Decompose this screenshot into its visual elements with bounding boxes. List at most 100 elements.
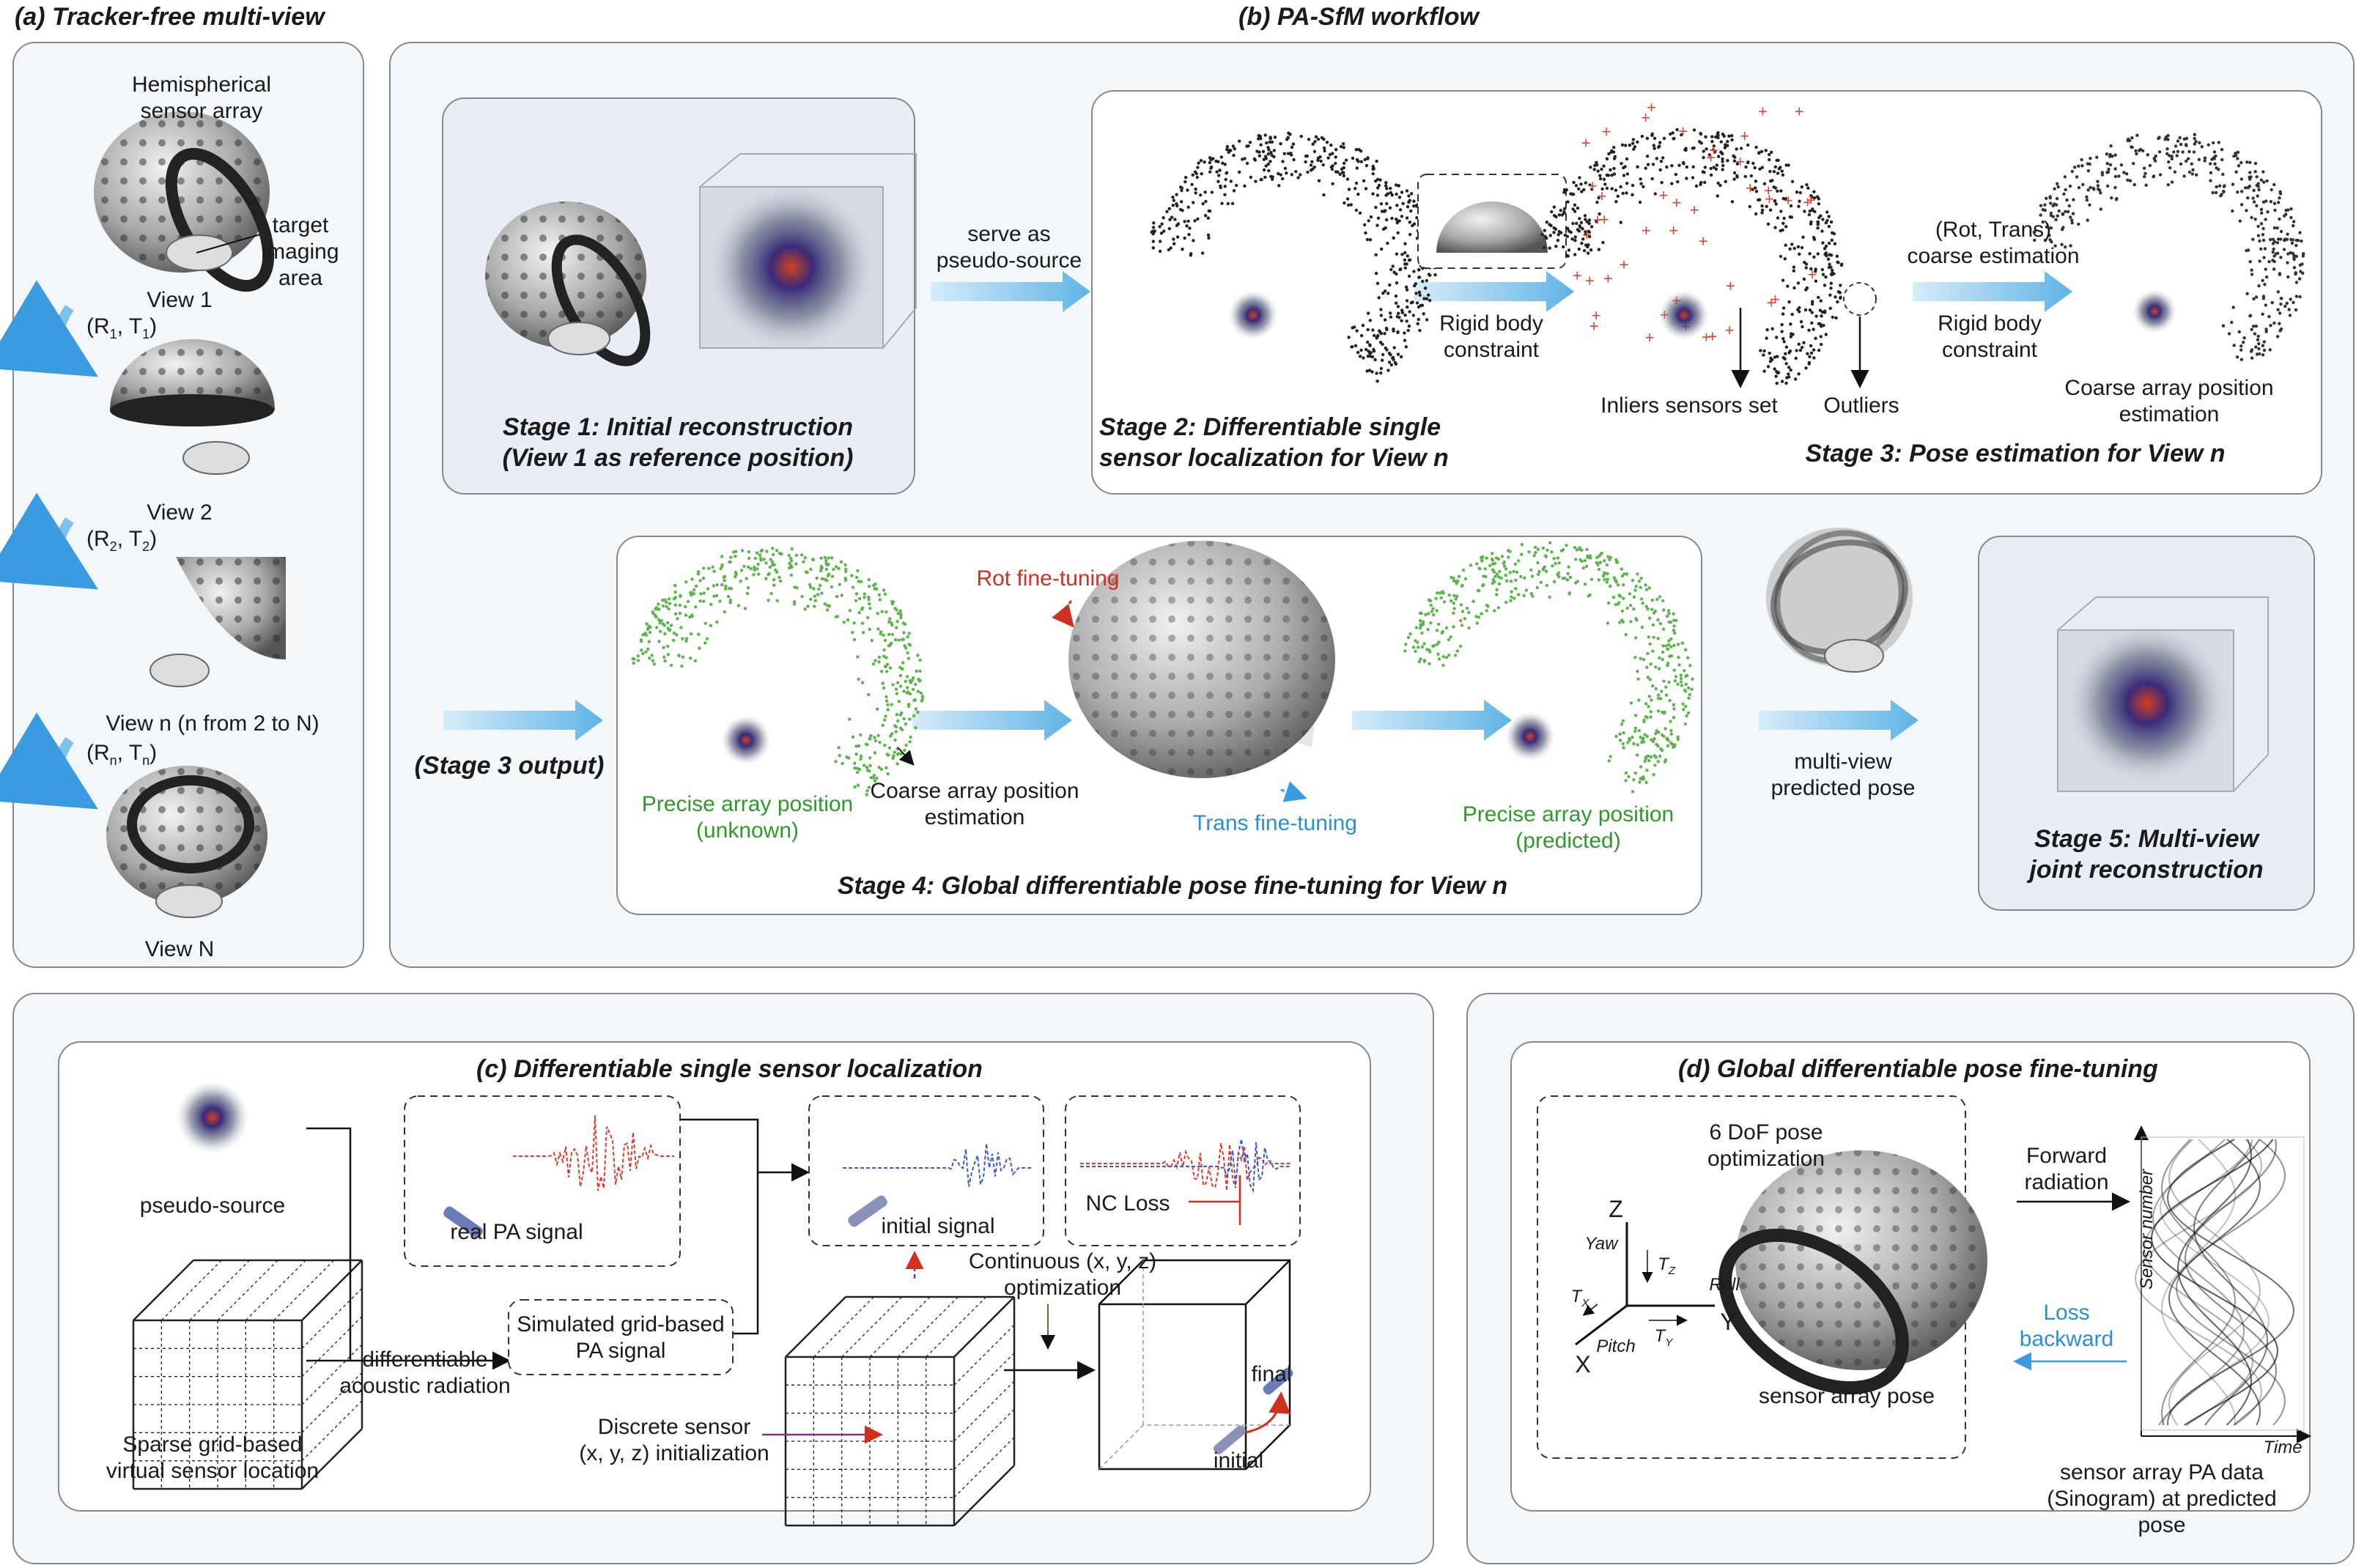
grid-line	[273, 1260, 335, 1321]
cloud-dot	[1821, 273, 1825, 276]
cloud-dot	[1499, 576, 1503, 580]
cloud-dot	[914, 707, 918, 711]
cloud-dot	[1447, 593, 1451, 597]
cloud-dot	[1688, 692, 1691, 696]
cloud-dot	[2245, 160, 2249, 164]
outlier-mark: +	[1699, 232, 1708, 251]
cloud-dot	[912, 676, 915, 680]
cloud-dot	[1229, 180, 1233, 183]
cloud-dot	[1781, 312, 1785, 316]
cloud-dot	[1586, 554, 1589, 558]
stage3-label: Stage 3: Pose estimation for View n	[1805, 440, 2226, 467]
cloud-dot	[1663, 727, 1667, 731]
cloud-dot	[1751, 188, 1754, 191]
cloud-dot	[883, 744, 887, 747]
cloud-dot	[1407, 324, 1411, 328]
cloud-dot	[2122, 171, 2126, 174]
cloud-dot	[2214, 154, 2218, 158]
cloud-dot	[666, 621, 670, 625]
cloud-dot	[2252, 297, 2256, 301]
cloud-dot	[877, 593, 882, 597]
cloud-dot	[2257, 341, 2261, 346]
cloud-dot	[1631, 578, 1635, 583]
cloud-dot	[2049, 201, 2053, 205]
cloud-dot	[2176, 139, 2180, 143]
cloud-dot	[1656, 760, 1660, 763]
cloud-dot	[2270, 188, 2273, 192]
cloud-dot	[2262, 256, 2266, 259]
cloud-dot	[890, 621, 893, 625]
coarse-blob	[2132, 289, 2176, 333]
cloud-dot	[1375, 335, 1379, 339]
cloud-dot	[1633, 588, 1637, 592]
cloud-dot	[1417, 646, 1420, 649]
cloud-dot	[1598, 212, 1601, 216]
outlier-mark: +	[1600, 210, 1609, 229]
cloud-dot	[878, 598, 882, 602]
cloud-dot	[1389, 315, 1393, 319]
cloud-dot	[1261, 149, 1266, 153]
cloud-dot	[1684, 147, 1688, 150]
cloud-dot	[792, 600, 797, 604]
multiview-domes	[1766, 528, 1913, 673]
cloud-dot	[1754, 212, 1758, 216]
cloud-dot	[2190, 172, 2194, 176]
cloud-dot	[898, 673, 903, 678]
cloud-dot	[1178, 207, 1183, 212]
cloud-dot	[1782, 216, 1786, 221]
cloud-dot	[1642, 720, 1646, 724]
view-N-label: View N	[144, 937, 215, 961]
cloud-dot	[1259, 143, 1263, 147]
cloud-dot	[812, 587, 816, 591]
cloud-dot	[2253, 161, 2258, 166]
cloud-dot	[1535, 585, 1539, 590]
cloud-dot	[903, 748, 906, 752]
grid-line	[245, 1260, 306, 1321]
cloud-dot	[1712, 166, 1716, 169]
cloud-dot	[2263, 247, 2267, 251]
cloud-dot	[1158, 249, 1162, 254]
cloud-dot	[2088, 203, 2091, 207]
cloud-dot	[901, 667, 904, 671]
cloud-dot	[1770, 327, 1774, 330]
cloud-dot	[1780, 322, 1784, 327]
cloud-dot	[1453, 654, 1458, 657]
outlier-mark: +	[1589, 317, 1599, 336]
ty-label: TY	[1654, 1326, 1673, 1349]
cloud-dot	[1407, 258, 1411, 262]
cloud-dot	[1376, 186, 1380, 190]
nc-loss-label: NC Loss	[1085, 1191, 1170, 1216]
cloud-dot	[1621, 742, 1625, 746]
cloud-dot	[2248, 160, 2252, 164]
cloud-dot	[870, 638, 874, 643]
cloud-dot	[745, 577, 748, 580]
cloud-dot	[1258, 134, 1263, 138]
cloud-dot	[2264, 275, 2269, 279]
cloud-dot	[1408, 632, 1412, 636]
cloud-dot	[1195, 175, 1200, 180]
cloud-dot	[1527, 550, 1531, 554]
cloud-dot	[1266, 152, 1271, 156]
cloud-dot	[749, 567, 753, 571]
cloud-dot	[2207, 143, 2210, 147]
cloud-dot	[2261, 278, 2264, 282]
cloud-dot	[1760, 166, 1764, 169]
cloud-dot	[1504, 567, 1508, 571]
cloud-dot	[1167, 207, 1171, 210]
cloud-dot	[1760, 204, 1764, 208]
cloud-dot	[857, 580, 860, 583]
rot-arrow	[1052, 599, 1074, 628]
cloud-dot	[2086, 188, 2090, 192]
cloud-dot	[1647, 705, 1650, 709]
cloud-dot	[1431, 644, 1435, 648]
cloud-dot	[1397, 196, 1402, 199]
cloud-dot	[1189, 254, 1193, 257]
cloud-dot	[1573, 235, 1577, 239]
cloud-dot	[1291, 142, 1296, 146]
cloud-dot	[804, 570, 808, 574]
cloud-dot	[2055, 196, 2059, 201]
cloud-dot	[1654, 687, 1658, 691]
cloud-dot	[1510, 590, 1513, 593]
cloud-dot	[1491, 577, 1495, 582]
cloud-dot	[1680, 684, 1684, 687]
